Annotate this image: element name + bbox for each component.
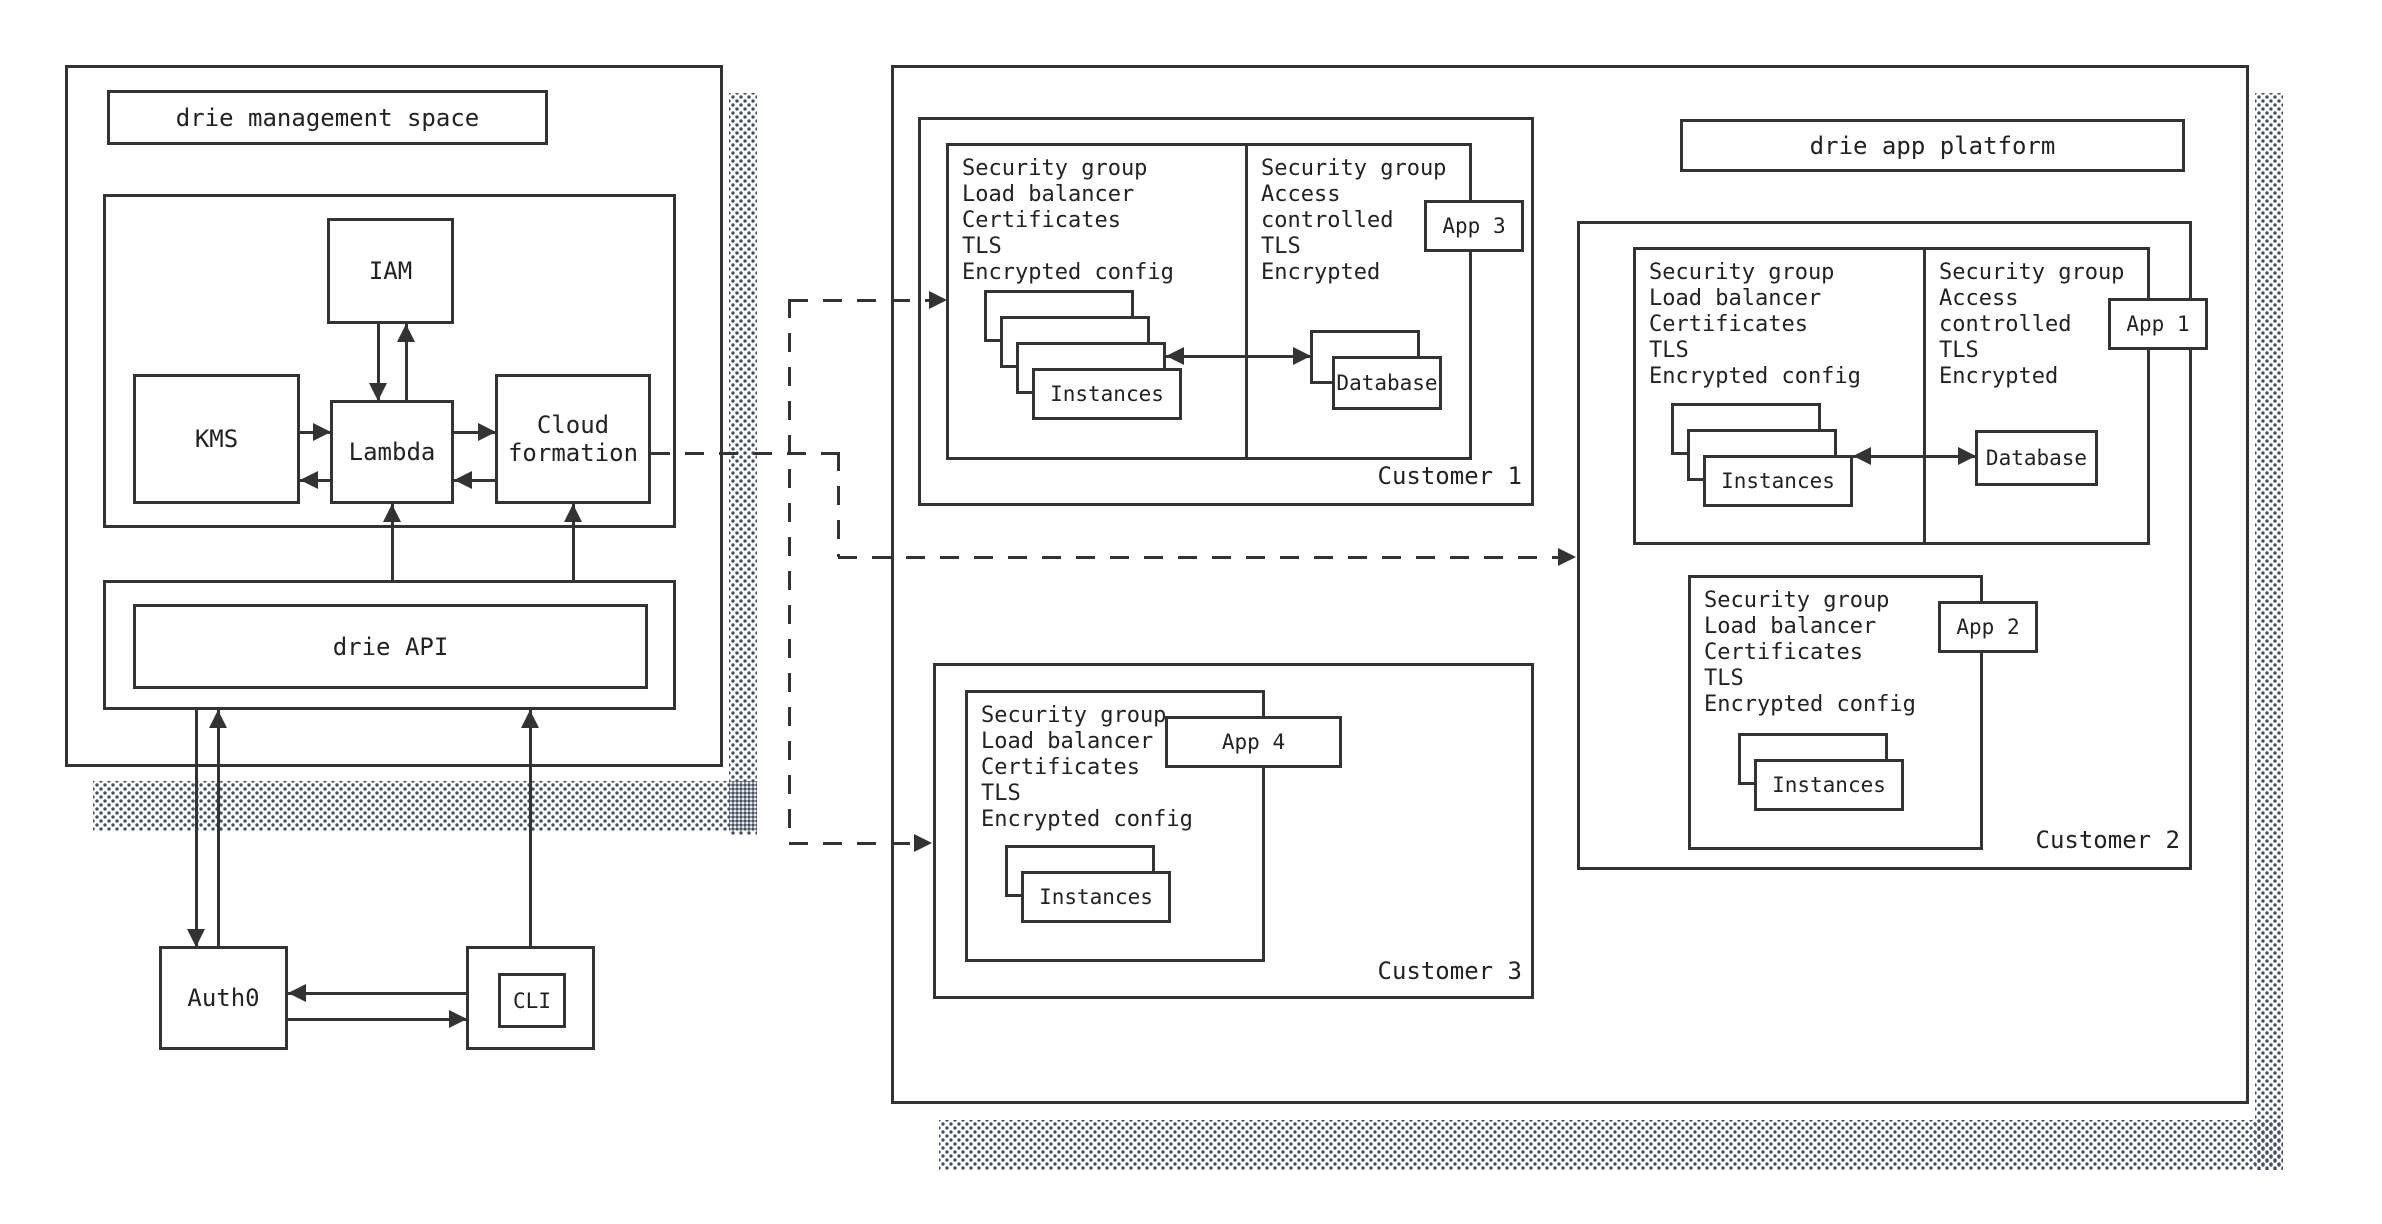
customer1-box [918,117,1534,506]
customer2-app2-panel-text: Security group Load balancer Certificate… [1704,588,1916,717]
arrowhead-into-cli-left [449,1010,467,1028]
arrowhead-into-customer2 [1558,548,1576,566]
auth0-node: Auth0 [159,946,288,1050]
arrowhead-into-iam-bottom [397,324,415,342]
app3-box: App 3 [1424,200,1524,252]
app-platform-box [891,65,2249,1104]
customer1-web-panel-text: Security group Load balancer Certificate… [962,156,1174,285]
iam-node: IAM [327,218,454,324]
arrowhead-into-api-bottom-right [521,710,539,728]
line-iam-to-lambda [377,324,380,400]
lambda-node: Lambda [330,400,454,504]
arrowhead-into-customer3 [914,834,932,852]
management-shadow-right [729,93,757,835]
customer2-app2-instances-box: Instances [1754,759,1904,811]
customer2-web-panel-text: Security group Load balancer Certificate… [1649,260,1861,389]
customer3-panel [965,690,1265,962]
dashed-line-to-customer3 [789,842,925,845]
customer2-panel-divider [1923,247,1926,545]
management-space-box [65,65,723,767]
customer2-data-panel-text: Security group Access controlled TLS Enc… [1939,260,2125,389]
platform-shadow-right [2255,93,2283,1170]
management-space-title: drie management space [107,90,548,145]
drie-api-outer-box [103,580,676,710]
arrowhead-into-customer1 [929,291,947,309]
customer1-data-panel-text: Security group Access controlled TLS Enc… [1261,156,1447,285]
customer3-box [933,663,1534,999]
arrowhead-into-auth0-top [187,929,205,947]
app-platform-title: drie app platform [1680,119,2185,172]
app4-box: App 4 [1165,716,1342,768]
cloudformation-node: Cloud formation [495,374,651,504]
customer1-panel-divider [1245,143,1248,460]
customer1-instances-box: Instances [1032,368,1182,420]
management-cluster-box [103,194,676,528]
customer2-instances-box: Instances [1703,455,1853,507]
line-customer1-instances-database [1166,355,1310,358]
arrowhead-into-customer1-database [1293,347,1311,365]
dashed-line-cf-branch [651,452,838,455]
arrowhead-into-lambda-right [454,471,472,489]
line-cli-to-auth0 [288,992,466,995]
app2-box: App 2 [1938,601,2038,653]
dashed-line-branch-vertical-right [837,452,840,557]
customer1-label: Customer 1 [1377,462,1523,490]
dashed-line-branch-vertical-left [788,299,791,843]
customer1-panel-pair [946,143,1472,460]
line-auth0-to-cli [288,1018,466,1021]
line-cli-to-api [529,710,532,946]
arrowhead-into-customer2-instances [1853,447,1871,465]
arrowhead-into-cf-left [478,423,496,441]
dashed-line-to-customer1 [789,299,940,302]
customer3-instances-box: Instances [1021,871,1171,923]
management-shadow-bottom [93,781,757,831]
drie-api-node: drie API [133,604,648,689]
app1-box: App 1 [2108,298,2208,350]
customer3-web-panel-text: Security group Load balancer Certificate… [981,703,1193,832]
line-lambda-to-iam [405,324,408,400]
line-cf-to-lambda [454,479,495,482]
arrowhead-into-lambda-top [369,383,387,401]
line-lambda-to-cf [454,431,495,434]
arrowhead-into-cf-bottom [564,504,582,522]
customer2-app2-panel [1688,575,1983,850]
line-auth0-to-api [217,710,220,946]
arrowhead-into-kms-right [300,471,318,489]
customer3-label: Customer 3 [1377,957,1523,985]
line-api-to-lambda [391,504,394,580]
arrowhead-into-customer2-database [1958,447,1976,465]
customer2-box [1577,221,2192,870]
line-customer2-instances-database [1853,455,1975,458]
arrowhead-into-auth0-right [288,984,306,1002]
cli-node: CLI [498,973,566,1028]
line-api-to-cf [572,504,575,580]
customer1-database-box: Database [1332,356,1442,410]
line-api-to-auth0 [195,710,198,946]
arrowhead-into-lambda-bottom [383,504,401,522]
customer2-label: Customer 2 [2035,826,2181,854]
customer2-panel-pair [1633,247,2150,545]
customer2-database-box: Database [1975,430,2098,486]
kms-node: KMS [133,374,300,504]
platform-shadow-bottom [939,1120,2283,1170]
arrowhead-into-lambda-left [313,423,331,441]
arrowhead-into-api-bottom-left [209,710,227,728]
dashed-line-to-customer2 [838,556,1569,559]
arrowhead-into-customer1-instances [1166,347,1184,365]
